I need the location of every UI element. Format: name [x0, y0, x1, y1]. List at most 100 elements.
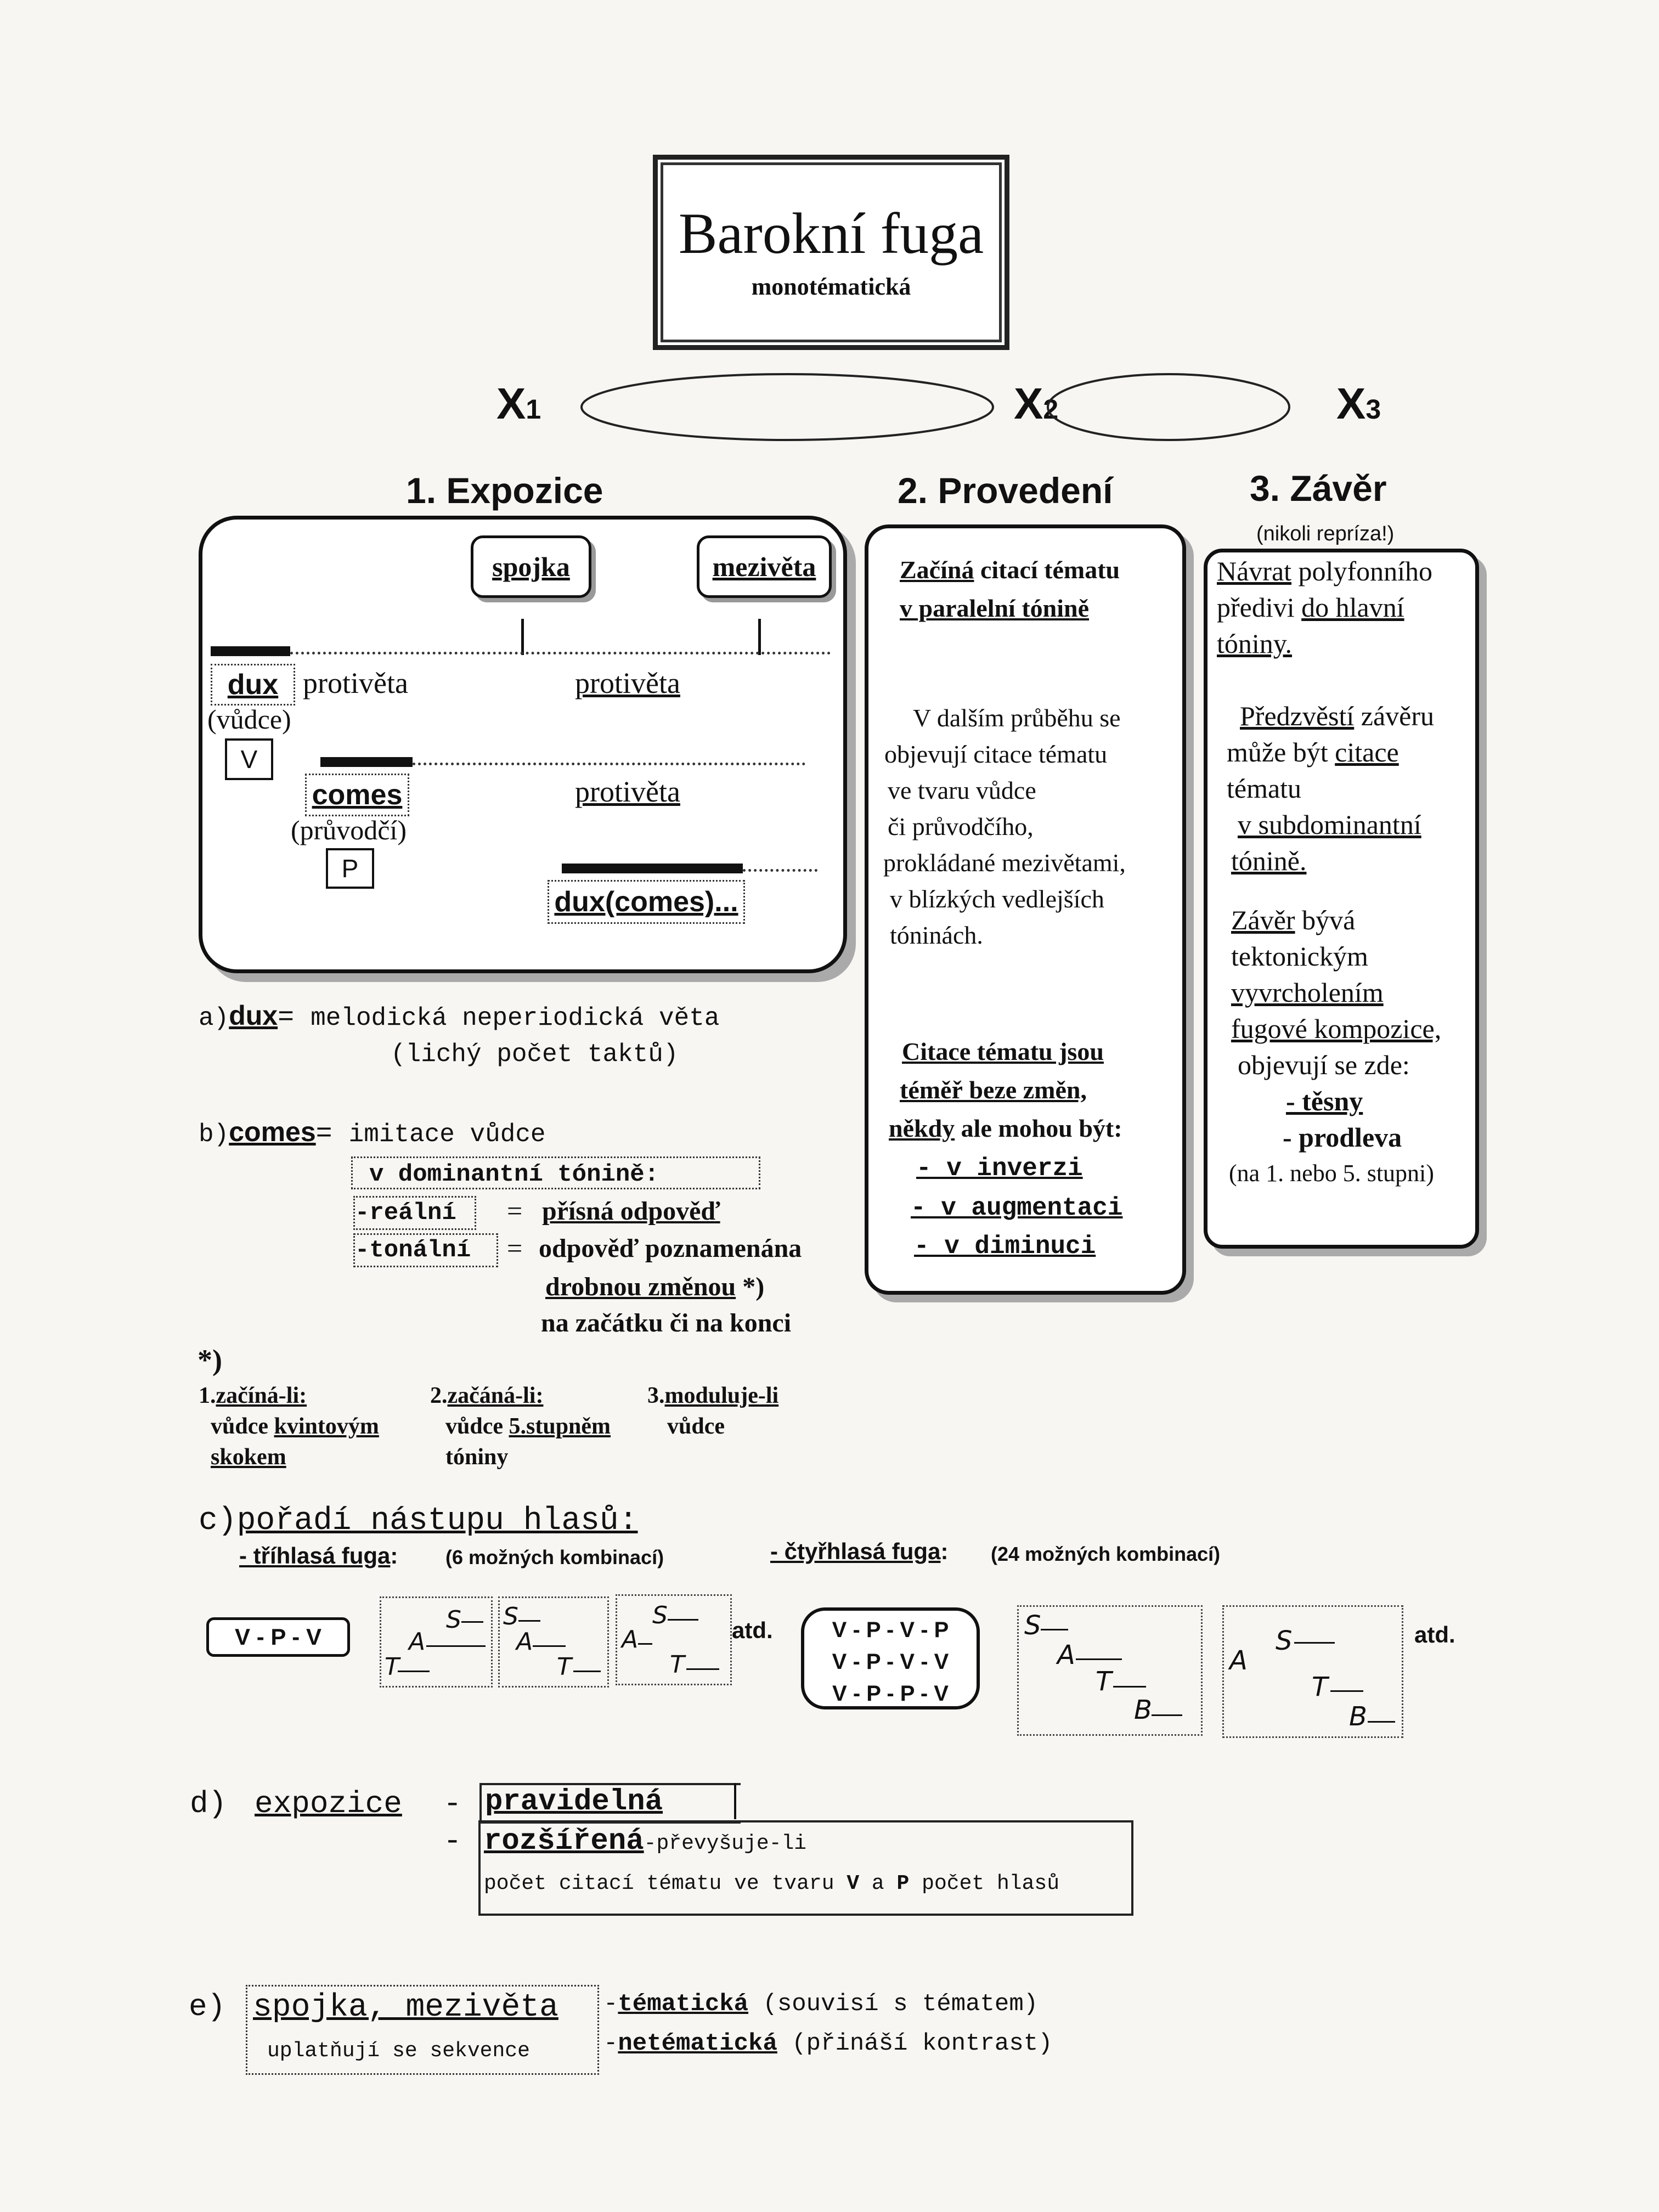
c-atd-1: atd. — [732, 1617, 773, 1643]
title-box: Barokní fuga monotématická — [653, 155, 1009, 350]
dux-label: dux — [211, 664, 295, 706]
zaver-l7: v subdominantní — [1238, 809, 1421, 840]
c-vpvp-box: V - P - V - P V - P - V - V V - P - P - … — [801, 1607, 980, 1709]
note-1-skokem: skokem — [211, 1444, 286, 1470]
b-def: imitace vůdce — [348, 1120, 546, 1149]
e-t1-dash: - — [603, 1990, 618, 2018]
c-combo-1-s: S — [446, 1606, 461, 1634]
c-ctyr-note: (24 možných kombinací) — [991, 1543, 1221, 1565]
zaver-muze: může být — [1227, 737, 1335, 768]
note-2: 2.začáná-li: vůdce 5.stupněm tóniny — [430, 1380, 611, 1472]
b-tonalni: -tonální — [353, 1233, 498, 1267]
d-dash2: - — [443, 1824, 462, 1859]
b-eq: = — [315, 1119, 349, 1150]
heading-provedeni: 2. Provedení — [898, 470, 1113, 511]
zaver-text: Návrat polyfonního předivi do hlavní tón… — [1217, 553, 1470, 1192]
zaver-zaveru: závěru — [1354, 701, 1435, 731]
c-combo-4-line-a — [1076, 1658, 1122, 1660]
comes-dotted-line — [413, 763, 805, 765]
note-3-vudce: vůdce — [667, 1414, 725, 1439]
c-vpvp-2: V - P - V - V — [832, 1650, 949, 1674]
b-real-def: přísná odpověď — [542, 1197, 720, 1226]
provedeni-ale: ale mohou být: — [955, 1114, 1122, 1142]
a-label: a) — [199, 1004, 229, 1032]
c-combo-2: S A T — [498, 1596, 609, 1688]
note-3-head: moduluje-li — [664, 1383, 779, 1408]
key-x3-letter: X — [1336, 379, 1366, 428]
dux-dotted-line — [290, 652, 831, 654]
note-2-num: 2. — [430, 1383, 448, 1408]
c-tri-note: (6 možných kombinací) — [445, 1546, 664, 1568]
key-x2-letter: X — [1014, 379, 1043, 428]
e-title: spojka, mezivěta — [253, 1990, 558, 2025]
key-x3-sub: 3 — [1365, 394, 1381, 425]
b-ton-def3: na začátku či na konci — [541, 1308, 792, 1338]
note-1-head: začíná-li: — [216, 1383, 307, 1408]
heading-zaver: 3. Závěr — [1250, 468, 1387, 509]
c-combo-2-line-a — [533, 1645, 566, 1647]
zaver-zaver: Závěr — [1231, 905, 1295, 935]
c-combo-2-s: S — [503, 1602, 518, 1630]
e-t2-dash: - — [603, 2030, 618, 2057]
d-note2b: počet hlasů — [909, 1872, 1060, 1895]
c-combo-2-line-s — [518, 1620, 540, 1622]
c-combo-3-line-a — [638, 1643, 652, 1645]
zaver-prodleva: - prodleva — [1283, 1122, 1402, 1153]
provedeni-p2-line7: tóninách. — [890, 921, 983, 949]
c-combo-1: S A T — [380, 1596, 493, 1688]
key-x1-sub: 1 — [526, 394, 541, 425]
d-label: d) — [190, 1786, 227, 1821]
page-subtitle: monotématická — [751, 273, 911, 300]
c-combo-3-a: A — [622, 1626, 639, 1654]
d-dash1: - — [443, 1786, 462, 1821]
b-term: comes — [229, 1116, 316, 1147]
zaver-l8: tónině. — [1231, 845, 1307, 876]
b-star: *) — [736, 1272, 765, 1301]
note-2-stupnem: 5.stupněm — [509, 1414, 611, 1439]
comes-label: comes — [305, 774, 409, 816]
c-combo-4-t: T — [1096, 1666, 1112, 1697]
c-combo-4-a: A — [1057, 1640, 1075, 1671]
b-line: b)comes= imitace vůdce — [199, 1116, 546, 1150]
d-note2a: počet citací tématu ve tvaru — [484, 1872, 847, 1895]
e-tematicka: tématická — [618, 1990, 749, 2018]
mezivěta-connector — [758, 619, 761, 655]
d-rozsirena-line: rozšířená-převyšuje-li — [484, 1825, 806, 1858]
zaver-l9: Závěr bývá — [1217, 902, 1470, 938]
c-combo-5-a: A — [1229, 1645, 1248, 1676]
protiveta-3: protivěta — [575, 775, 680, 808]
c-combo-2-line-t — [573, 1671, 601, 1672]
zaver-l16: (na 1. nebo 5. stupni) — [1229, 1160, 1434, 1187]
a-eq: = — [278, 1002, 311, 1034]
d-pravidelna: pravidelná — [485, 1785, 663, 1819]
c-combo-1-a: A — [409, 1628, 426, 1656]
b-dominant: v dominantní tónině: — [351, 1156, 760, 1189]
c-vpvp-1: V - P - V - P — [832, 1618, 949, 1642]
c-combo-3: S A T — [616, 1594, 732, 1685]
provedeni-p3-line2: téměř beze změn, — [900, 1076, 1087, 1104]
zaver-l10: tektonickým — [1231, 941, 1368, 972]
d-rozsirena-note: -převyšuje-li — [644, 1832, 807, 1855]
d-title: expozice — [255, 1786, 402, 1821]
dux-paren: (vůdce) — [207, 704, 291, 735]
zaver-byva: bývá — [1295, 905, 1356, 935]
zaver-prediva: předivi — [1217, 592, 1302, 623]
zaver-box — [1204, 549, 1479, 1249]
a-def2: (lichý počet taktů) — [391, 1040, 679, 1069]
provedeni-augmentaci: - v augmentaci — [911, 1194, 1123, 1222]
c-combo-4-b: B — [1134, 1695, 1152, 1725]
note-2-toniny: tóniny — [445, 1444, 509, 1470]
e-t1: -tématická (souvisí s tématem) — [603, 1990, 1038, 2018]
v-box: V — [225, 738, 273, 780]
zaver-l11: vyvrcholením — [1231, 977, 1384, 1008]
zaver-l5: může být citace — [1217, 734, 1470, 770]
mezivěta-box: mezivěta — [697, 535, 832, 598]
b-ton-def: odpověď poznamenána — [539, 1234, 802, 1263]
c-combo-2-a: A — [516, 1628, 533, 1656]
provedeni-p2-line1: V dalším průběhu se — [913, 704, 1121, 732]
d-rozsirena-note2: počet citací tématu ve tvaru V a P počet… — [484, 1872, 1059, 1895]
note-3: 3.moduluje-li vůdce — [647, 1380, 778, 1442]
spojka-box: spojka — [471, 535, 591, 598]
d-pravidelna-box: pravidelná — [479, 1783, 741, 1824]
note-2-vudce: vůdce — [445, 1414, 509, 1439]
